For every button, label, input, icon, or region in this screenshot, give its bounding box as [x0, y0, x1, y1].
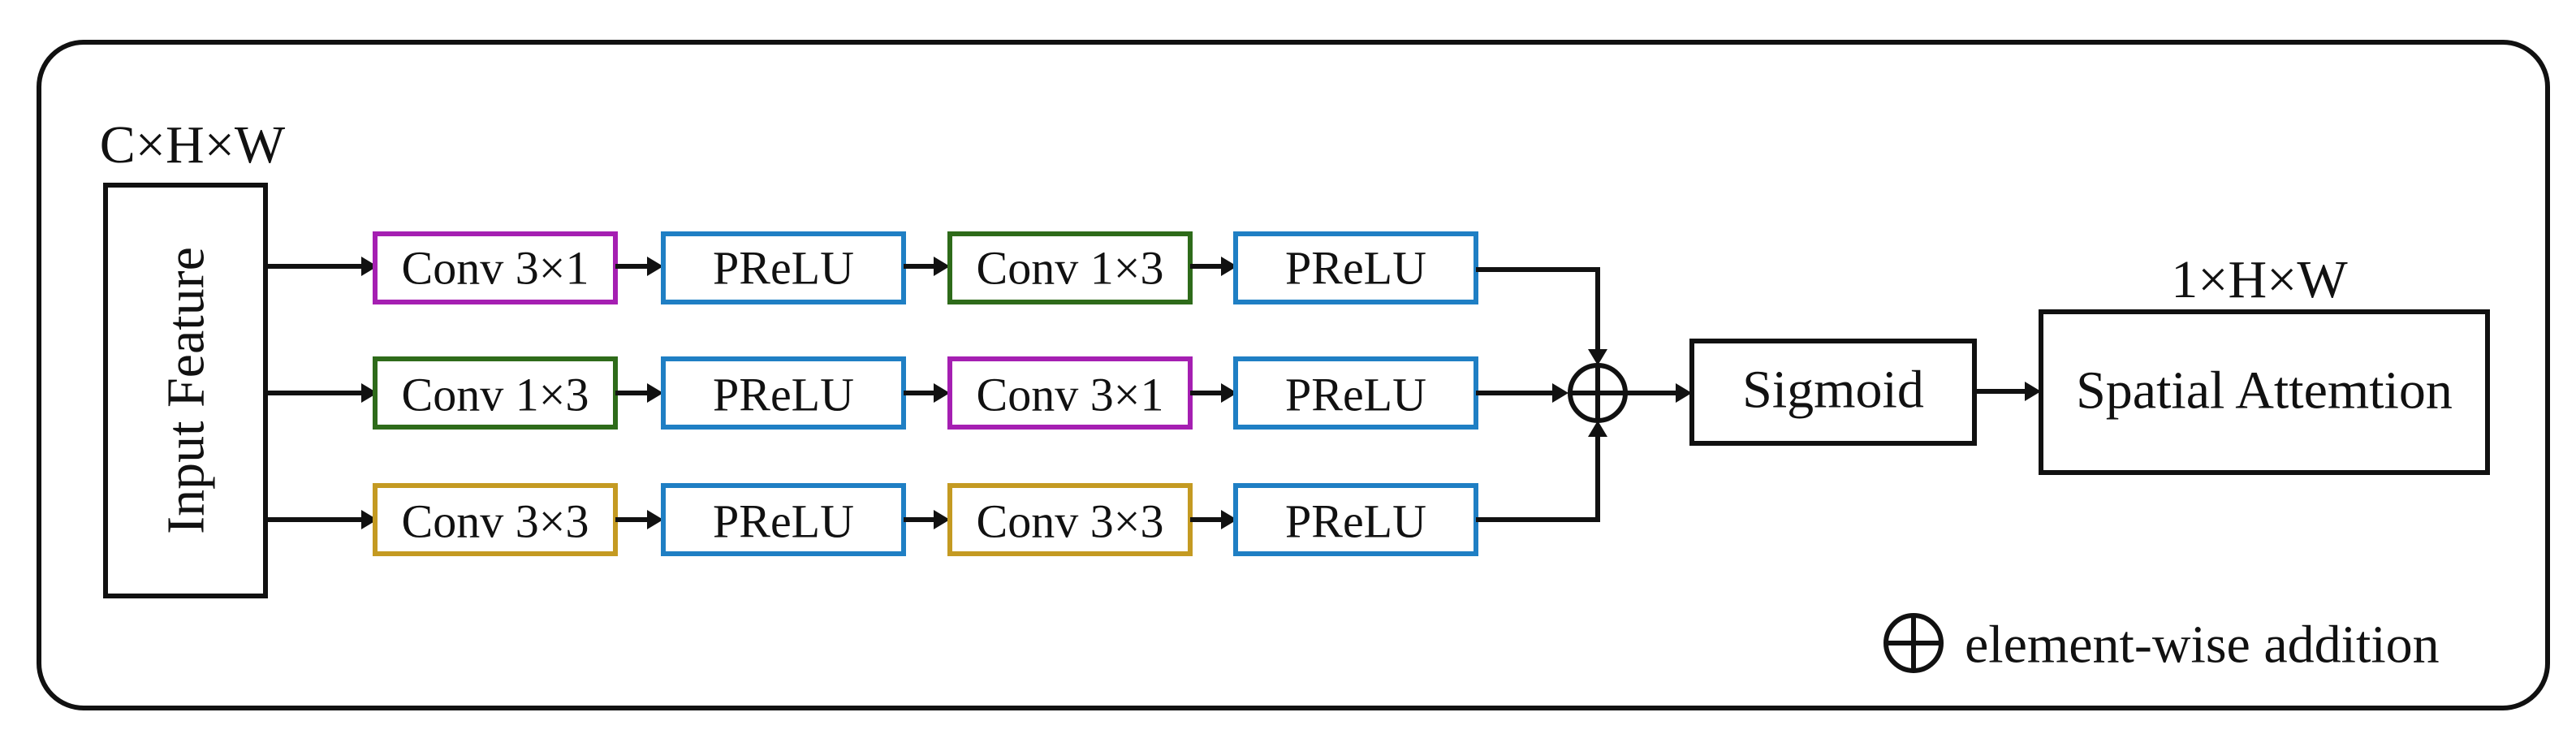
arrowhead — [647, 383, 663, 403]
branch-2-block-4-label: PReLU — [1285, 369, 1426, 421]
arrowhead — [1221, 257, 1237, 276]
output-dims-label: 1×H×W — [2171, 250, 2348, 309]
arrowhead — [1221, 510, 1237, 529]
branch-2: Conv 1×3 PReLU Conv 3×1 PReLU — [265, 356, 1568, 430]
arrowhead — [361, 383, 378, 403]
branch-1: Conv 3×1 PReLU Conv 1×3 PReLU — [265, 231, 1607, 365]
legend-text: element-wise addition — [1965, 615, 2440, 675]
arrowhead — [647, 510, 663, 529]
arrowhead — [934, 383, 950, 403]
branch-3-block-2-label: PReLU — [713, 495, 854, 548]
legend: element-wise addition — [1883, 613, 2440, 675]
arrowhead — [934, 257, 950, 276]
input-feature-box — [103, 183, 268, 598]
sigmoid-label: Sigmoid — [1742, 361, 1924, 420]
branch-3-block-1-conv — [373, 483, 618, 556]
branch-2-block-3-label: Conv 3×1 — [977, 369, 1164, 421]
circled-plus-cross — [1570, 365, 1625, 421]
arrowhead — [1588, 349, 1607, 365]
arrowhead — [2025, 382, 2041, 401]
arrowhead — [361, 510, 378, 529]
arrowhead — [1588, 421, 1607, 437]
branch-1-block-3-label: Conv 1×3 — [977, 242, 1164, 295]
branch-1-block-2-label: PReLU — [713, 242, 854, 295]
arrowhead — [1676, 383, 1692, 403]
branch-2-block-1-label: Conv 1×3 — [402, 369, 589, 421]
branch-3-block-4-label: PReLU — [1285, 495, 1426, 548]
arrowhead — [647, 257, 663, 276]
arrowhead — [1221, 383, 1237, 403]
branch-2-block-4-prelu — [1233, 356, 1478, 430]
input-feature-label: Input Feature — [157, 247, 216, 534]
branch-3-block-2-prelu — [661, 483, 906, 556]
branch-3-block-3-conv — [947, 483, 1193, 556]
branch-1-connector-to-sum — [1476, 267, 1600, 349]
arrowhead — [361, 257, 378, 276]
spatial-attention-box — [2039, 309, 2490, 475]
branch-3-block-3-label: Conv 3×3 — [977, 495, 1164, 548]
element-wise-sum-node — [1568, 363, 1628, 423]
branch-1-block-3-conv — [947, 231, 1193, 304]
spatial-attention-label: Spatial Attemtion — [2076, 361, 2453, 421]
branch-3-block-1-label: Conv 3×3 — [402, 495, 589, 548]
input-dims-label: C×H×W — [100, 115, 286, 175]
branch-3-connector-to-sum — [1476, 437, 1600, 522]
legend-circled-plus-cross — [1886, 615, 1941, 671]
branch-2-block-2-label: PReLU — [713, 369, 854, 421]
arrowhead — [934, 510, 950, 529]
branch-3: Conv 3×3 PReLU Conv 3×3 PReLU — [265, 421, 1607, 556]
branch-2-block-2-prelu — [661, 356, 906, 430]
branch-1-block-2-prelu — [661, 231, 906, 304]
sigmoid-box — [1689, 339, 1977, 446]
branch-1-block-1-label: Conv 3×1 — [402, 242, 589, 295]
arrowhead — [1552, 383, 1568, 403]
branch-2-block-3-conv — [947, 356, 1193, 430]
branch-1-block-4-label: PReLU — [1285, 242, 1426, 295]
